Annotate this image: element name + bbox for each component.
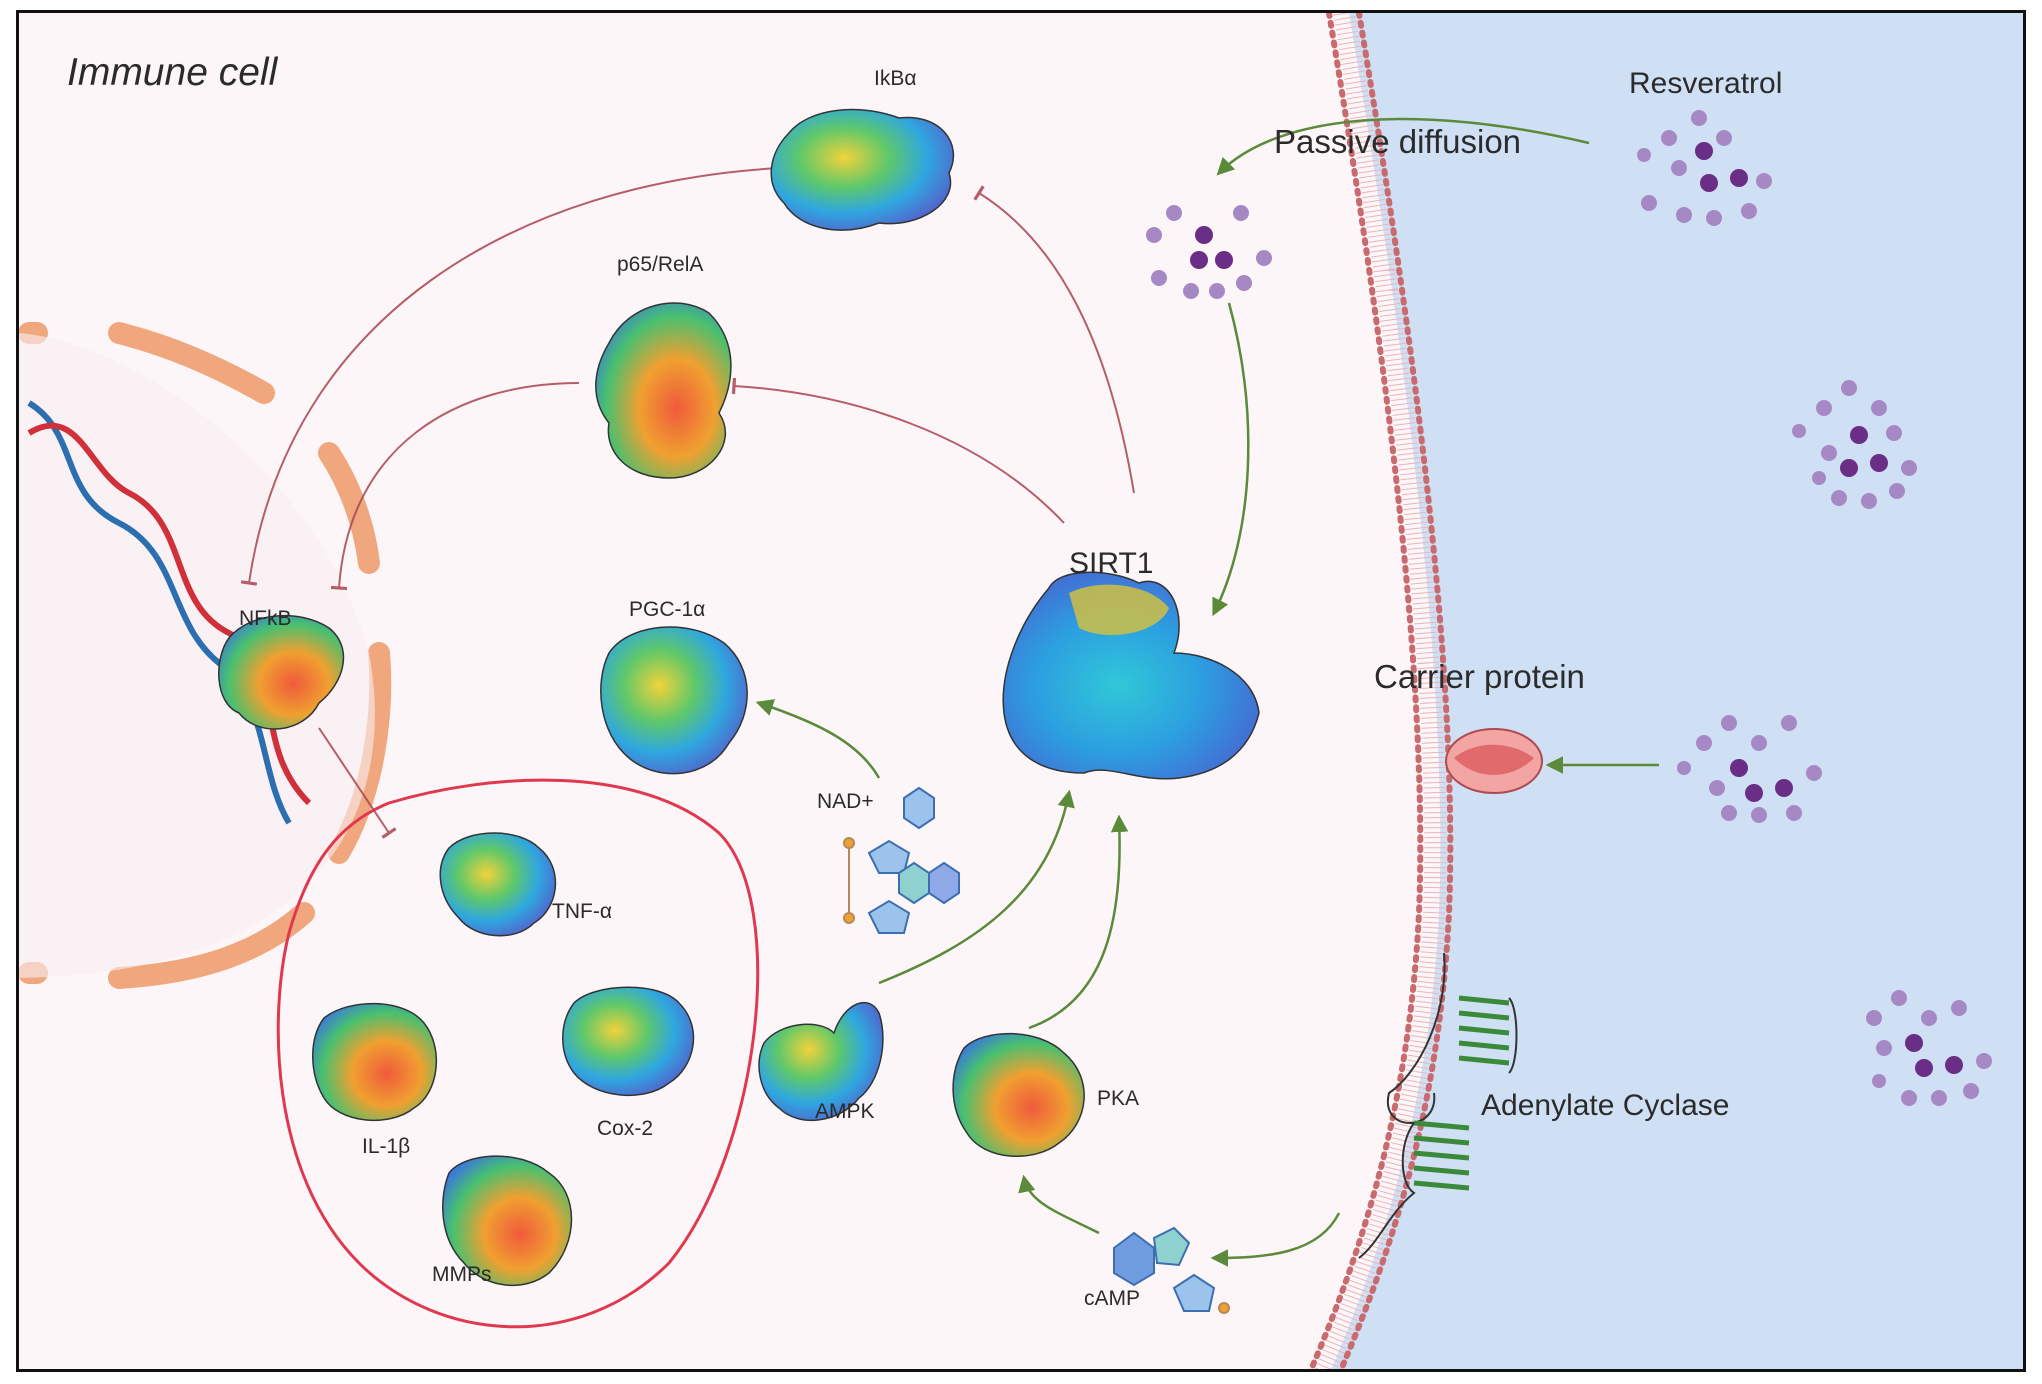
tnfa-label: TNF-α	[552, 900, 612, 923]
sirt1-protein-icon	[1002, 571, 1260, 780]
diagram-frame: Immune cell Resveratrol Passive diffusio…	[16, 10, 2026, 1372]
ikba-protein-icon	[770, 108, 955, 231]
il1b-protein-icon	[312, 1002, 437, 1121]
cox2-label: Cox-2	[597, 1117, 653, 1140]
il1b-label: IL-1β	[362, 1135, 410, 1158]
cell-label: Immune cell	[67, 51, 279, 94]
nad-molecule-icon	[843, 786, 960, 934]
adenylate-cyclase-icon	[1358, 952, 1518, 1259]
p65-label: p65/RelA	[617, 253, 703, 276]
mmps-protein-icon	[442, 1155, 573, 1286]
resveratrol-label: Resveratrol	[1629, 67, 1782, 100]
adenylate-cyclase-label: Adenylate Cyclase	[1481, 1089, 1729, 1122]
carrier-protein-label: Carrier protein	[1374, 658, 1585, 695]
cell-membrane	[1307, 13, 1454, 1369]
ampk-label: AMPK	[815, 1100, 875, 1123]
pathway-diagram: Immune cell Resveratrol Passive diffusio…	[19, 13, 2023, 1369]
nfkb-protein-icon	[218, 615, 345, 730]
activation-arrows	[755, 117, 1659, 1267]
camp-molecule-icon	[1113, 1226, 1230, 1314]
resveratrol-cluster-2	[1146, 205, 1272, 299]
pka-label: PKA	[1097, 1087, 1139, 1110]
p65-protein-icon	[595, 302, 732, 479]
tnfa-protein-icon	[439, 832, 557, 937]
camp-label: cAMP	[1084, 1287, 1140, 1310]
nad-label: NAD+	[817, 790, 874, 813]
resveratrol-cluster-5	[1866, 990, 1992, 1106]
mmps-label: MMPs	[432, 1263, 492, 1286]
resveratrol-cluster-4	[1677, 715, 1822, 823]
extracellular-space	[1331, 13, 2023, 1369]
ikba-label: IkBα	[874, 67, 916, 90]
resveratrol-cluster-3	[1792, 380, 1917, 509]
cox2-protein-icon	[562, 986, 695, 1096]
inhibition-arrows	[240, 167, 1135, 839]
pka-protein-icon	[952, 1032, 1085, 1158]
pgc1a-label: PGC-1α	[629, 598, 705, 621]
sirt1-label: SIRT1	[1069, 547, 1153, 580]
carrier-protein-icon	[1445, 728, 1543, 794]
cytokine-boundary	[276, 778, 760, 1329]
pgc1a-protein-icon	[600, 626, 748, 775]
ampk-protein-icon	[758, 1001, 884, 1121]
resveratrol-cluster-1	[1637, 110, 1772, 226]
nfkb-label: NFkB	[239, 607, 292, 630]
passive-diffusion-label: Passive diffusion	[1274, 123, 1521, 160]
